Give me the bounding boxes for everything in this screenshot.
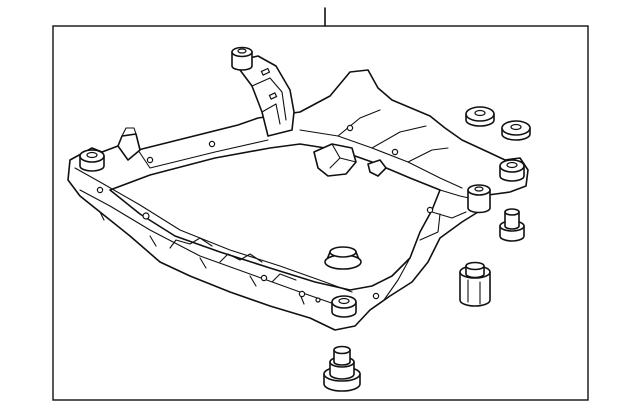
stopper-cap <box>324 246 362 270</box>
boss-top-center <box>231 46 253 71</box>
crossmember <box>67 55 529 331</box>
washer-lower <box>501 120 531 141</box>
boss-right-front <box>467 184 491 214</box>
bushing-small <box>499 208 525 242</box>
boss-left-front <box>79 149 105 172</box>
washer-upper <box>465 106 495 127</box>
mount-bolt <box>323 345 361 392</box>
bushing-split <box>459 261 491 307</box>
boss-bottom-front <box>331 295 357 318</box>
frame-holes <box>96 124 434 303</box>
assembly-frame <box>52 25 589 401</box>
boss-right-rear <box>499 159 525 182</box>
